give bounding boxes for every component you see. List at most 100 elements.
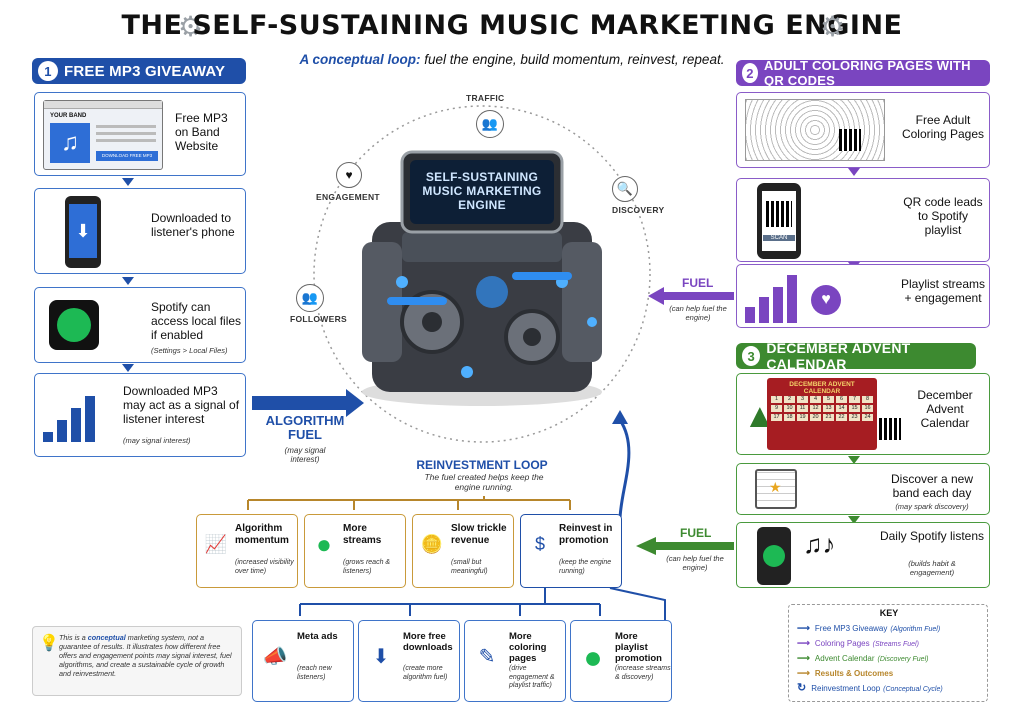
s2-card2-text: QR code leads to Spotify playlist	[903, 195, 983, 237]
heart-icon: ♥	[811, 285, 841, 315]
s1-card1-text: Free MP3 on Band Website	[175, 111, 228, 153]
calendar-day: 3	[797, 396, 808, 403]
s1-card2-text: Downloaded to listener's phone	[151, 211, 235, 239]
reinvestment-title: More playlist promotion	[615, 631, 662, 664]
orbit-discovery: DISCOVERY	[612, 205, 665, 215]
qr-code-icon	[879, 418, 901, 440]
coloring-page-icon: ✎	[478, 646, 496, 668]
engine-screen-text: SELF-SUSTAINING MUSIC MARKETING ENGINE	[422, 170, 542, 212]
arrow-right-icon: ⟶	[797, 668, 810, 678]
s2-card-playlist: ♥ Playlist streams + engagement	[736, 264, 990, 328]
disclaimer-lead: This is a	[59, 633, 88, 642]
outcome-note: (increased visibility over time)	[235, 559, 294, 575]
signal-bars-icon	[43, 384, 111, 448]
calendar-day: 20	[810, 414, 821, 421]
key-item-note: (Streams Fuel)	[872, 641, 919, 648]
outcome-note: (small but meaningful)	[451, 559, 488, 575]
download-mp3-button: DOWNLOAD FREE MP3	[96, 151, 158, 161]
section1-header: 1 FREE MP3 GIVEAWAY	[32, 58, 246, 84]
calendar-day: 8	[862, 396, 873, 403]
magnifier-icon: 🔍	[612, 176, 638, 202]
key-item-label: Free MP3 Giveaway	[814, 624, 888, 633]
s2-card-qr: SCAN QR code leads to Spotify playlist	[736, 178, 990, 262]
outcome-note: (keep the engine running)	[559, 559, 612, 575]
star-icon: ★	[769, 479, 782, 495]
s2-card1-text: Free Adult Coloring Pages	[901, 113, 985, 141]
key-item-label: Advent Calendar	[814, 654, 875, 663]
section3-header: 3 DECEMBER ADVENT CALENDAR	[736, 340, 976, 372]
disclaimer-box: 💡 This is a conceptual marketing system,…	[32, 626, 242, 696]
key-title: KEY	[879, 608, 899, 618]
reinvestment-loop-desc: The fuel created helps keep the engine r…	[424, 472, 544, 492]
coloring-page-image	[745, 99, 885, 161]
qr-code-icon	[839, 129, 861, 151]
s3-card-listens: ♫♪ Daily Spotify listens (builds habit &…	[736, 522, 990, 588]
algorithm-fuel-label: ALGORITHM FUEL	[265, 413, 345, 442]
music-notes-icon: ♫♪	[803, 529, 836, 559]
key-item-note: (Algorithm Fuel)	[890, 626, 941, 633]
section1-number: 1	[38, 61, 58, 81]
lightbulb-icon: 💡	[39, 635, 59, 652]
calendar-day: 24	[862, 414, 873, 421]
subtitle-lead: A conceptual loop:	[299, 52, 421, 67]
section3-number: 3	[742, 346, 761, 366]
outcome-note: (grows reach & listeners)	[343, 559, 391, 575]
arrow-right-icon: ⟶	[797, 653, 810, 663]
qr-code-icon	[766, 201, 792, 227]
scan-label: SCAN	[763, 235, 795, 241]
reinvestment-loop-title: REINVESTMENT LOOP	[416, 458, 548, 472]
engine-illustration	[313, 105, 651, 443]
arrow-right-icon	[346, 389, 364, 417]
calendar-day: 15	[849, 405, 860, 412]
arrow-down-icon	[122, 178, 134, 186]
orbit-traffic: TRAFFIC	[466, 93, 505, 103]
disclaimer-emph: conceptual	[87, 633, 126, 642]
disclaimer-text: This is a conceptual marketing system, n…	[59, 633, 237, 678]
calendar-star-icon: ★	[755, 469, 797, 509]
fuel-top-label: FUEL	[682, 276, 714, 290]
arrow-down-icon	[848, 168, 860, 176]
gear-icon-right: ⚙	[820, 11, 846, 42]
key-item: ↻Reinvestment Loop(Conceptual Cycle)	[797, 681, 987, 696]
reinvestment-note: (create more algorithm fuel)	[403, 665, 448, 681]
section1-title: FREE MP3 GIVEAWAY	[64, 62, 226, 80]
key-item-label: Reinvestment Loop	[811, 684, 881, 693]
s1-card3-note: (Settings > Local Files)	[151, 346, 228, 355]
calendar-day: 18	[784, 414, 795, 421]
orbit-engagement: ENGAGEMENT	[316, 192, 380, 202]
section2-title: ADULT COLORING PAGES WITH QR CODES	[764, 58, 971, 88]
reinvestment-note: (increase streams & discovery)	[615, 665, 671, 681]
s1-card4-text: Downloaded MP3 may act as a signal of li…	[123, 384, 240, 426]
dollar-cycle-icon: $	[534, 534, 545, 554]
outcome-title: More streams	[343, 523, 382, 546]
calendar-day: 17	[771, 414, 782, 421]
outcome-card: 📈Algorithm momentum(increased visibility…	[196, 514, 298, 588]
reinvestment-card: ●More playlist promotion(increase stream…	[570, 620, 672, 702]
calendar-day: 9	[771, 405, 782, 412]
gear-icon-left: ⚙	[178, 11, 204, 42]
fuel-bottom-label: FUEL	[680, 526, 712, 540]
spotify-icon: ●	[316, 529, 332, 559]
section2-header: 2 ADULT COLORING PAGES WITH QR CODES	[736, 58, 990, 88]
calendar-day: 21	[823, 414, 834, 421]
disclaimer-rest: marketing system, not a guarantee of res…	[59, 633, 232, 678]
arrow-down-icon	[122, 364, 134, 372]
key-item: ⟶Coloring Pages(Streams Fuel)	[797, 636, 987, 651]
page-title: THE SELF-SUSTAINING MUSIC MARKETING ENGI…	[121, 10, 903, 41]
key-item: ⟶ Free MP3 Giveaway(Algorithm Fuel)	[797, 621, 987, 636]
download-icon: ⬇	[69, 204, 97, 258]
calendar-day: 12	[810, 405, 821, 412]
calendar-day: 4	[810, 396, 821, 403]
key-item-label: Coloring Pages	[814, 639, 870, 648]
s1-card-signal: Downloaded MP3 may act as a signal of li…	[34, 373, 246, 457]
outcome-card: ● More streams (grows reach & listeners)	[304, 514, 406, 588]
calendar-day: 13	[823, 405, 834, 412]
arrow-right-icon: ⟶	[797, 623, 810, 633]
calendar-day: 16	[862, 405, 873, 412]
key-item-note: (Conceptual Cycle)	[883, 686, 943, 693]
megaphone-icon: 📣	[262, 646, 288, 668]
arrow-down-icon	[848, 516, 860, 524]
s2-card3-text: Playlist streams + engagement	[900, 277, 986, 305]
fuel-arrow-top	[664, 292, 734, 300]
